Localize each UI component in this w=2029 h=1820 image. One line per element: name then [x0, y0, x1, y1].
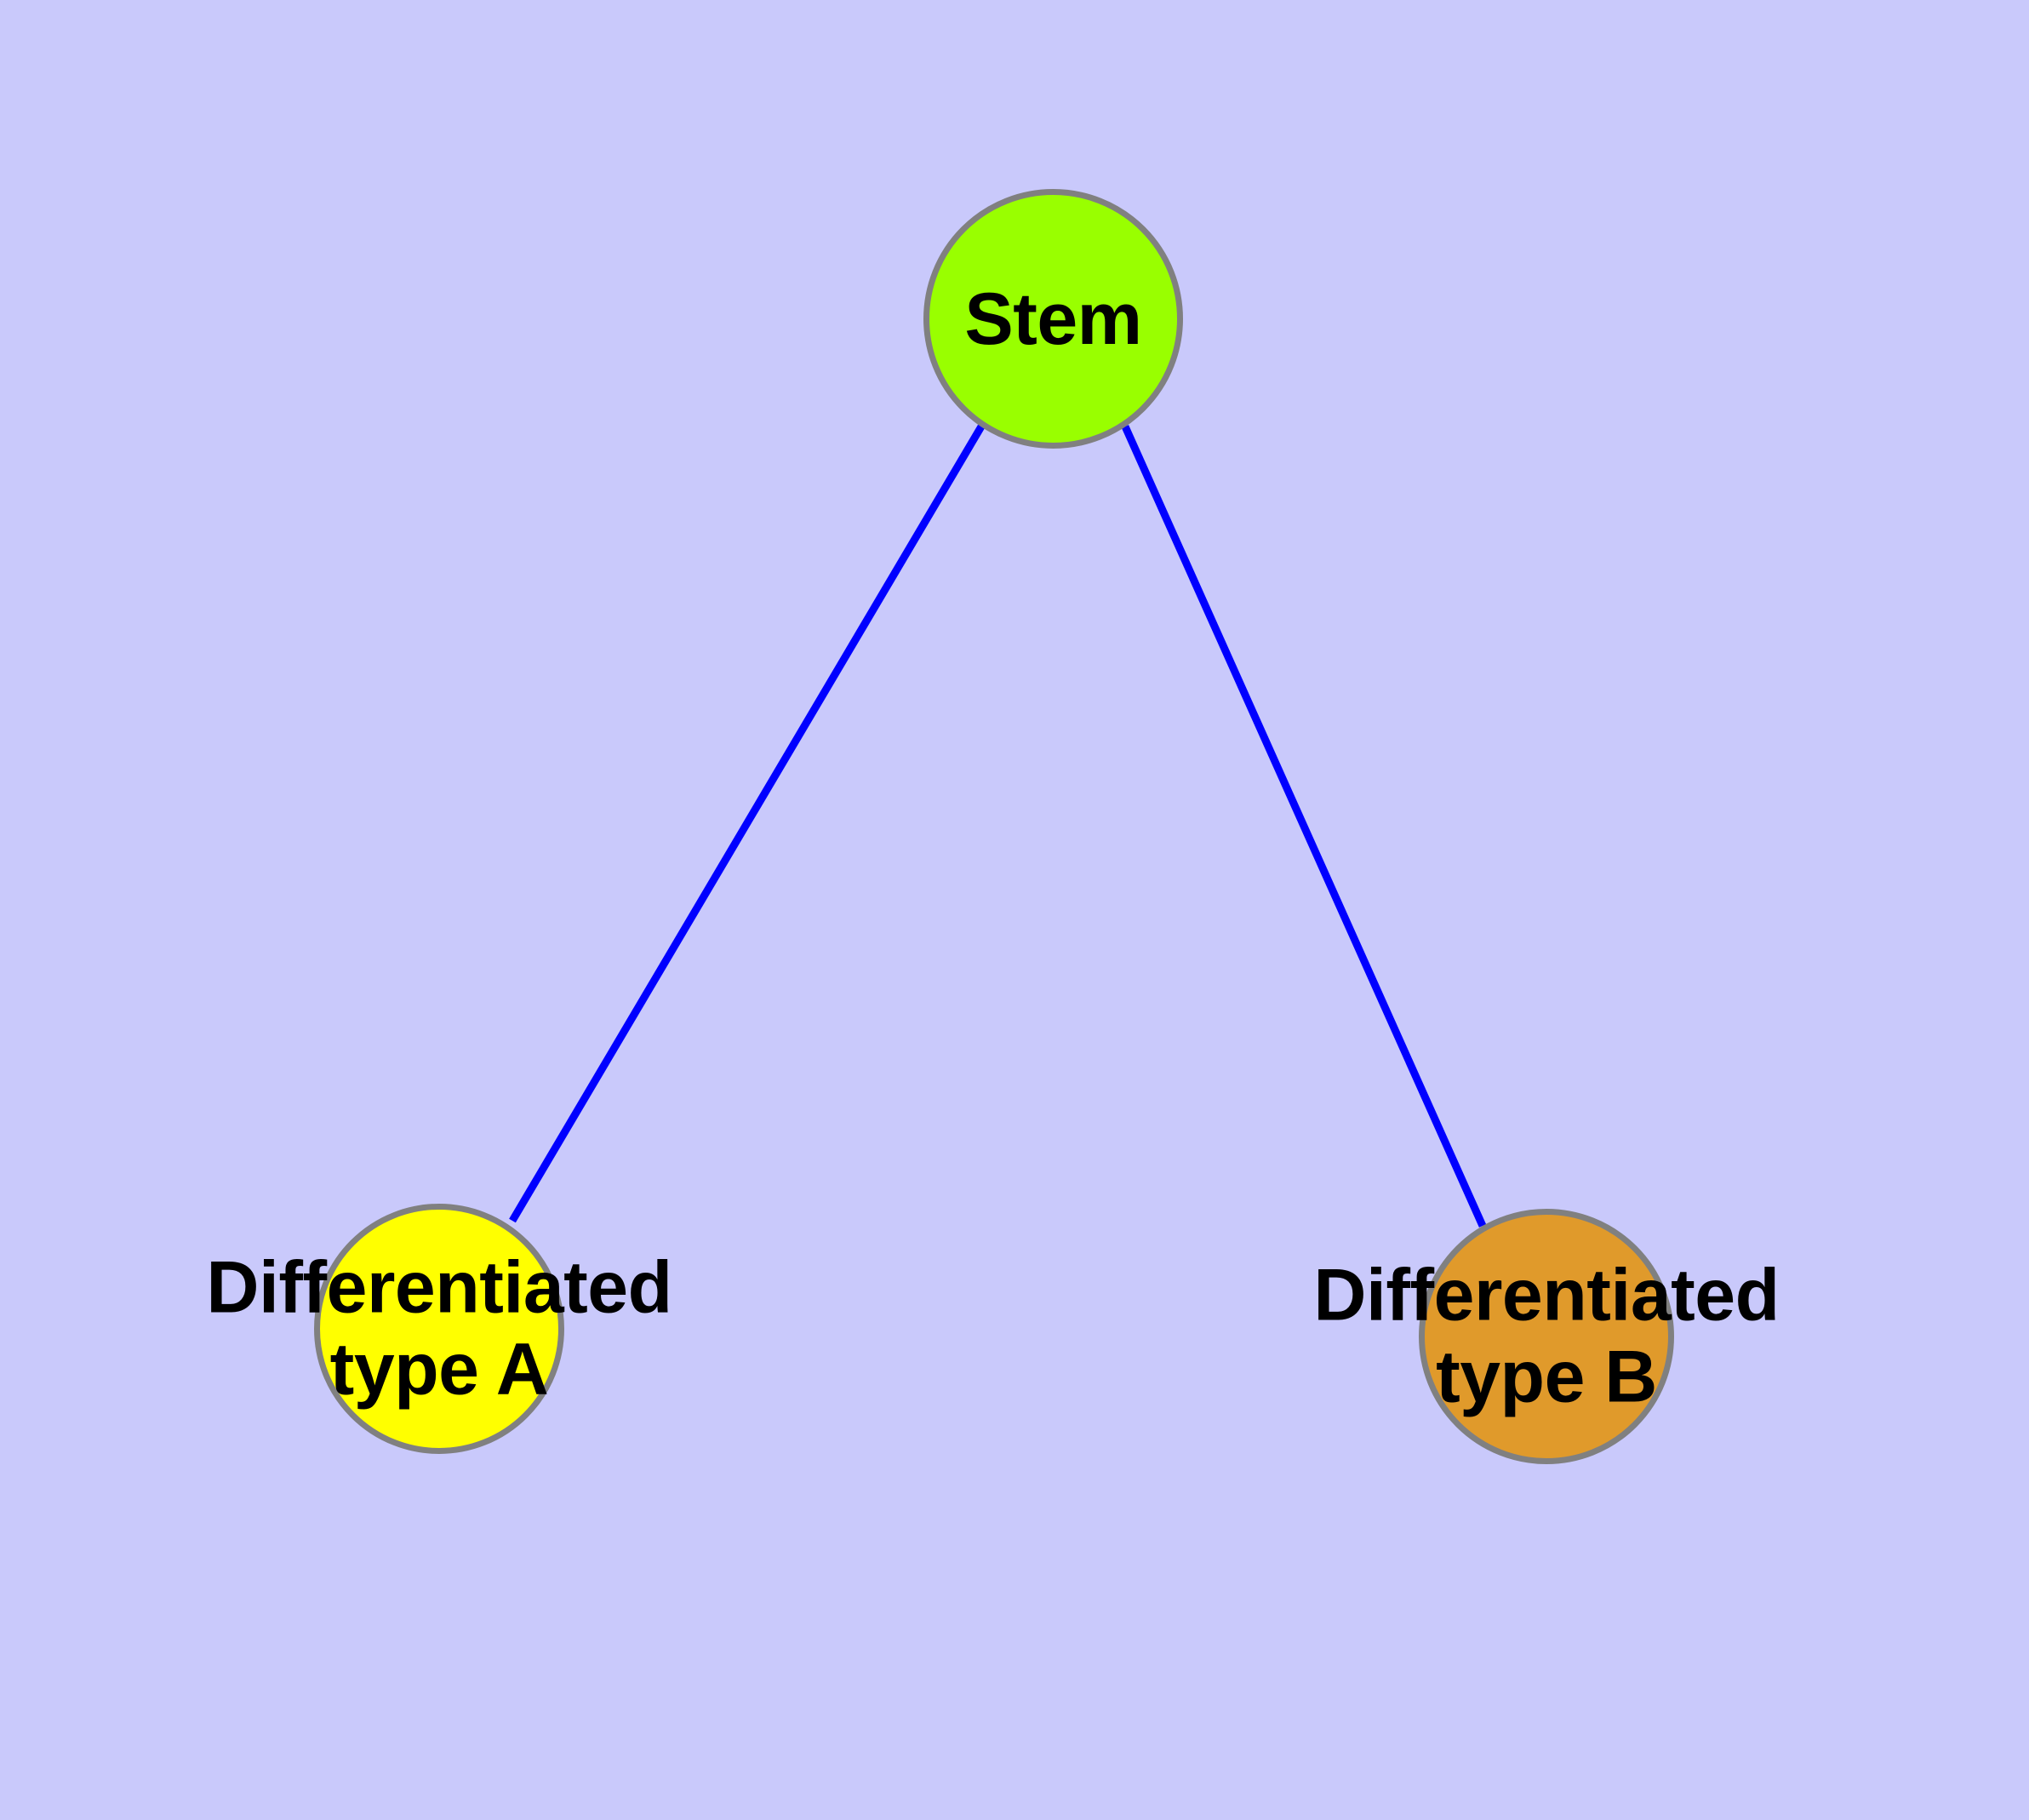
node-differentiated-type-b-label-line1: Differentiated — [1313, 1254, 1780, 1336]
node-differentiated-type-a-label-line2: type A — [329, 1329, 549, 1411]
edge-stem-to-differentiated-type-a[interactable] — [509, 424, 985, 1223]
edge-stem-to-differentiated-type-b[interactable] — [1121, 425, 1487, 1228]
node-stem[interactable]: Stem — [923, 189, 1183, 449]
node-stem-label: Stem — [964, 278, 1142, 360]
node-differentiated-type-b-label-line2: type B — [1436, 1336, 1657, 1418]
node-differentiated-type-a-label-line1: Differentiated — [206, 1246, 672, 1329]
